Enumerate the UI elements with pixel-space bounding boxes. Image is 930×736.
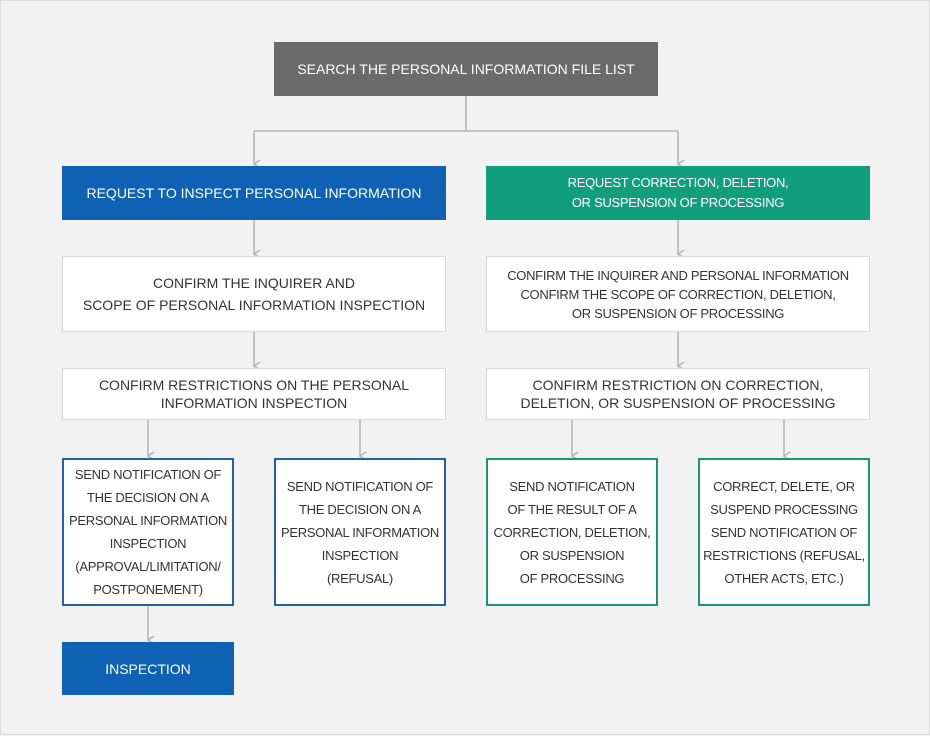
- notify-decision-refusal-label: SEND NOTIFICATION OF THE DECISION ON A P…: [281, 478, 439, 586]
- confirm-inquirer-scope-node: CONFIRM THE INQUIRER AND SCOPE OF PERSON…: [62, 256, 446, 332]
- correction-request-node: REQUEST CORRECTION, DELETION, OR SUSPENS…: [486, 166, 870, 220]
- inspect-request-label: REQUEST TO INSPECT PERSONAL INFORMATION: [86, 185, 422, 201]
- connector-search-split: [254, 96, 678, 132]
- notify-decision-refusal-node: SEND NOTIFICATION OF THE DECISION ON A P…: [274, 458, 446, 606]
- confirm-inquirer-scope-label: CONFIRM THE INQUIRER AND SCOPE OF PERSON…: [82, 275, 426, 313]
- inspect-request-node: REQUEST TO INSPECT PERSONAL INFORMATION: [62, 166, 446, 220]
- notify-result-correction-label: SEND NOTIFICATION OF THE RESULT OF A COR…: [493, 478, 651, 586]
- confirm-restriction-correction-label: CONFIRM RESTRICTION ON CORRECTION, DELET…: [520, 377, 836, 411]
- inspection-node: INSPECTION: [62, 642, 234, 695]
- notify-decision-approval-node: SEND NOTIFICATION OF THE DECISION ON A P…: [62, 458, 234, 606]
- correction-request-label: REQUEST CORRECTION, DELETION, OR SUSPENS…: [567, 175, 789, 210]
- confirm-restrictions-inspection-label: CONFIRM RESTRICTIONS ON THE PERSONAL INF…: [98, 377, 410, 411]
- search-file-list-node: SEARCH THE PERSONAL INFORMATION FILE LIS…: [274, 42, 658, 96]
- confirm-inquirer-correction-node: CONFIRM THE INQUIRER AND PERSONAL INFORM…: [486, 256, 870, 332]
- confirm-restriction-correction-node: CONFIRM RESTRICTION ON CORRECTION, DELET…: [486, 368, 870, 420]
- confirm-restrictions-inspection-node: CONFIRM RESTRICTIONS ON THE PERSONAL INF…: [62, 368, 446, 420]
- correct-delete-suspend-label: CORRECT, DELETE, OR SUSPEND PROCESSING S…: [703, 478, 865, 586]
- notify-result-correction-node: SEND NOTIFICATION OF THE RESULT OF A COR…: [486, 458, 658, 606]
- confirm-inquirer-correction-label: CONFIRM THE INQUIRER AND PERSONAL INFORM…: [507, 267, 849, 321]
- correct-delete-suspend-node: CORRECT, DELETE, OR SUSPEND PROCESSING S…: [698, 458, 870, 606]
- inspection-label: INSPECTION: [105, 660, 191, 677]
- search-file-list-label: SEARCH THE PERSONAL INFORMATION FILE LIS…: [297, 61, 635, 77]
- notify-decision-approval-label: SEND NOTIFICATION OF THE DECISION ON A P…: [69, 467, 227, 597]
